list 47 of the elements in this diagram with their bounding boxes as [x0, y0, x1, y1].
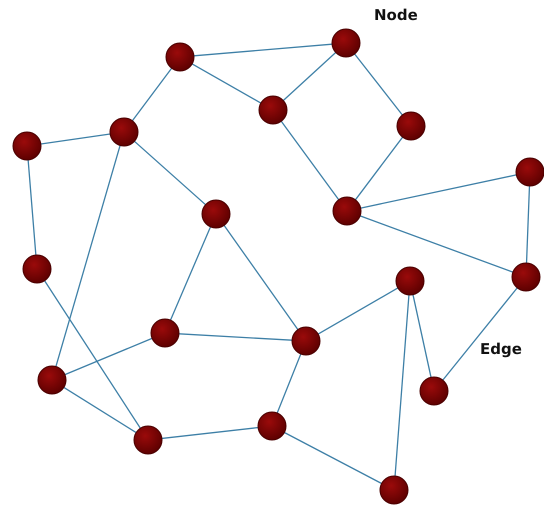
node-circle [396, 112, 426, 140]
node-circle [380, 476, 408, 504]
node-circle [202, 200, 230, 228]
node-circle [396, 266, 424, 296]
node-circle [150, 318, 180, 348]
node-circle [258, 96, 288, 124]
edge-line [44, 280, 141, 429]
node-circle [38, 366, 66, 394]
node-circle [22, 254, 52, 284]
edge-line [55, 145, 121, 367]
node-circle [332, 28, 360, 58]
node-circle [110, 118, 138, 146]
edge-line [40, 133, 110, 145]
edge-line [354, 54, 403, 116]
text-label: Edge [480, 340, 522, 358]
edge-line [442, 287, 518, 381]
edge-line [354, 136, 404, 200]
edge-line [526, 186, 530, 264]
edge-line [318, 287, 398, 335]
node-circle [332, 196, 362, 226]
edge-line [170, 226, 212, 320]
node-circle [258, 412, 286, 440]
edge-line [194, 44, 332, 56]
node-circle [420, 376, 448, 406]
edge-line [284, 432, 382, 484]
node-circle [12, 132, 42, 160]
edge-line [280, 120, 340, 200]
text-label: Node [374, 6, 418, 24]
edge-line [178, 333, 292, 341]
edge-line [412, 294, 432, 378]
node-circle [512, 262, 540, 292]
edge-line [162, 426, 258, 440]
edge-line [64, 386, 136, 434]
node-circle [166, 42, 194, 72]
edge-line [394, 294, 410, 476]
edge-line [224, 225, 298, 330]
node-circle [292, 326, 320, 356]
edge-line [360, 215, 514, 273]
edge-line [192, 63, 262, 104]
edge-line [276, 354, 302, 414]
edge-line [27, 160, 37, 256]
edge-line [132, 68, 172, 122]
node-circle [134, 426, 162, 454]
edge-line [64, 338, 152, 376]
edge-line [134, 140, 206, 206]
edge-line [360, 174, 516, 209]
edge-line [282, 52, 336, 102]
